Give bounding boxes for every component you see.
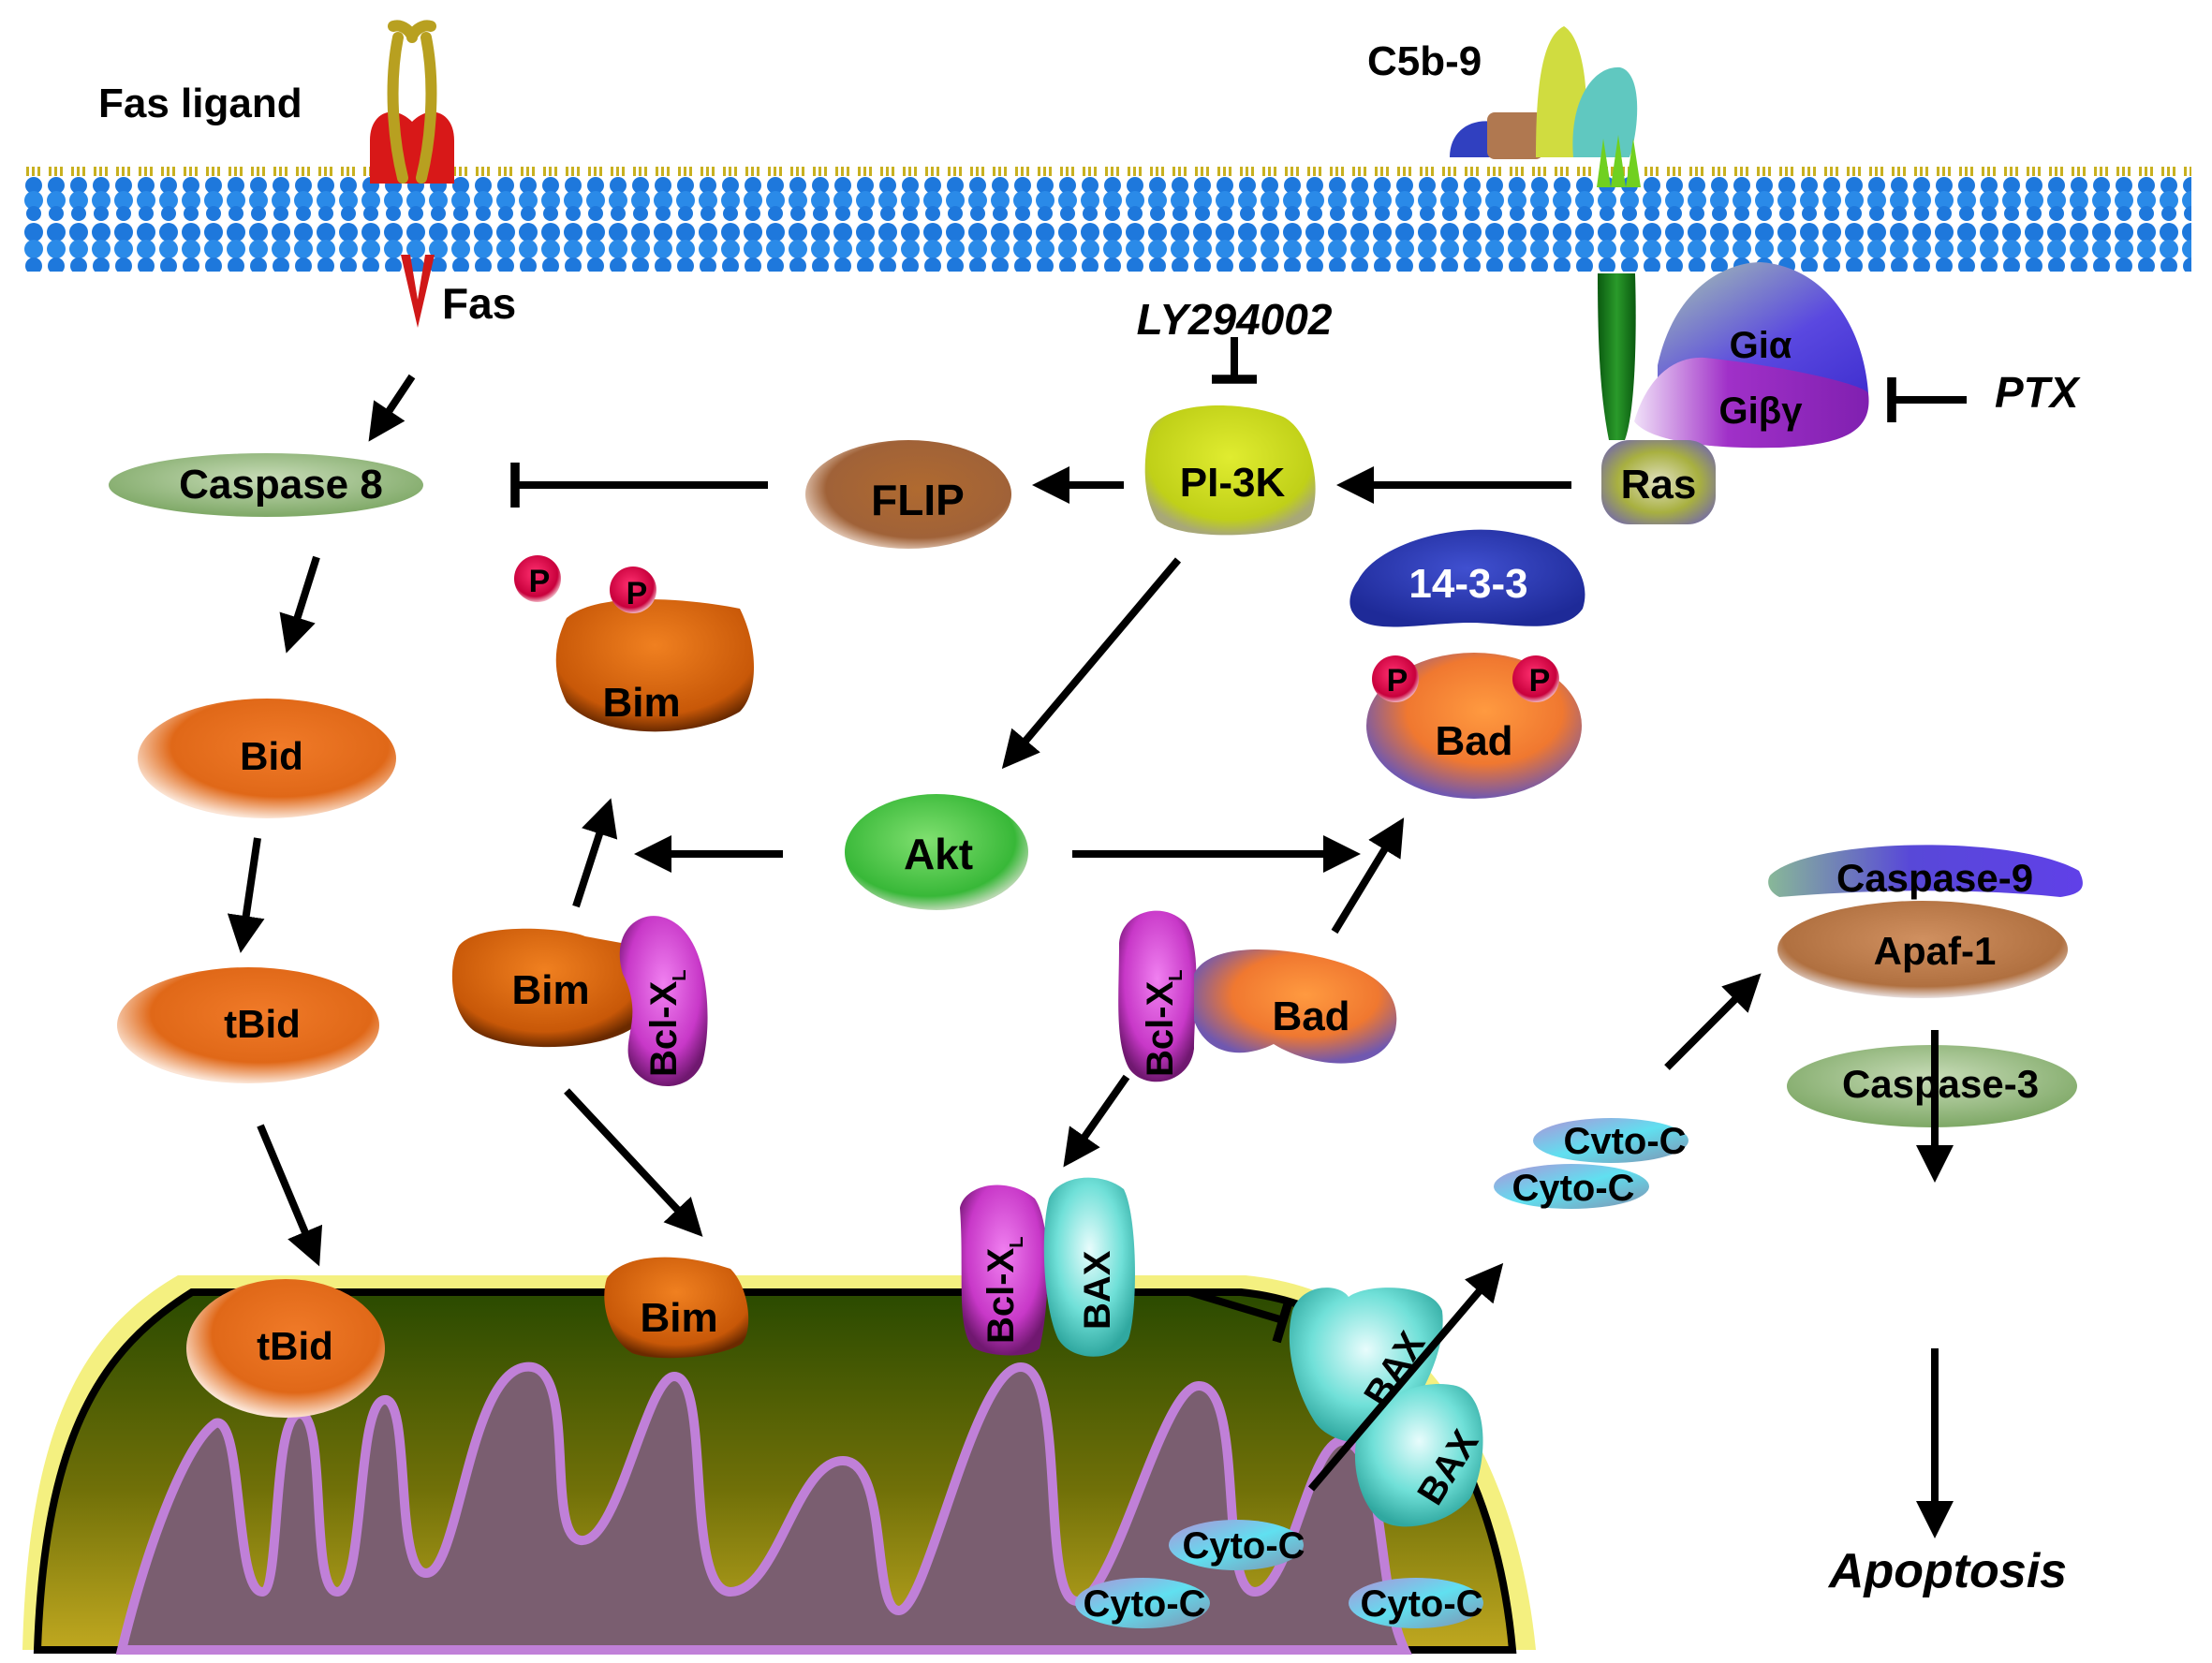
label-phospho-2: P [627, 576, 648, 611]
label-phospho-3: P [1387, 663, 1408, 699]
akt-shape [845, 794, 1028, 910]
bclxl-bax-bax-shape [1043, 1177, 1135, 1357]
phospho-bead-1 [514, 555, 561, 602]
mitochondrion [22, 1275, 1536, 1655]
bclxl-bax-complex [960, 1177, 1135, 1357]
arrow-bim-complex-to-phospho-bim [572, 798, 618, 908]
arrow-bim-complex-to-bim-mito [564, 1088, 703, 1237]
label-phospho-bad: Bad [1435, 718, 1512, 764]
ras-shape [1601, 440, 1716, 524]
label-apaf1: Apaf-1 [1874, 929, 1997, 973]
label-tbid-mito: tBid [257, 1324, 333, 1368]
label-bclxl-bad-complex: Bcl-XL [1140, 970, 1187, 1077]
label-caspase8: Caspase 8 [179, 462, 383, 508]
label-caspase3: Caspase-3 [1842, 1062, 2039, 1106]
label-tbid: tBid [224, 1002, 301, 1046]
label-cyto-c-mito-2: Cyto-C [1083, 1583, 1205, 1625]
flip-shape [805, 440, 1011, 549]
label-fas-ligand: Fas ligand [98, 81, 302, 126]
apoptosome [1768, 845, 2083, 998]
caspase9-shape [1768, 845, 2083, 897]
tbid-shape [117, 967, 379, 1083]
bid-shape [138, 699, 396, 818]
mitochondrion-cristae-matrix [115, 1361, 1412, 1655]
gi-protein [1634, 262, 1869, 449]
bax-oligomer [1289, 1288, 1483, 1527]
label-cyto-c-mito-1: Cyto-C [1182, 1525, 1305, 1567]
bim-bclxl-complex [451, 916, 708, 1086]
label-flip: FLIP [871, 476, 965, 524]
arrow-caspase8-to-bid [279, 555, 320, 654]
tbid-mito-shape [186, 1279, 385, 1418]
arrow-bid-to-tbid [227, 837, 265, 953]
label-c5b9: C5b-9 [1367, 38, 1482, 84]
bclxl-bad-bcl-shape [1118, 910, 1197, 1082]
cyto-c-mito-2-shape [1075, 1578, 1210, 1628]
c5b9-complex-graphic [1450, 26, 1641, 187]
label-14-3-3: 14-3-3 [1408, 561, 1527, 607]
label-phospho-1: P [529, 564, 551, 599]
label-cyto-c-released-2: Cyto-C [1512, 1168, 1634, 1209]
cyto-c-mito-3-shape [1349, 1578, 1483, 1628]
cyto-c-released-1-shape [1533, 1118, 1688, 1163]
bax-oligomer-shape-2 [1354, 1384, 1483, 1527]
bim-complex-shape [451, 928, 637, 1048]
plasma-membrane [22, 167, 2191, 272]
fas-ligand-graphic [370, 20, 454, 184]
label-fas: Fas [442, 279, 516, 328]
cyto-c-released-2-shape [1494, 1164, 1649, 1209]
phospho-bead-4 [1512, 655, 1559, 702]
phospho-bim-complex [514, 555, 754, 732]
label-ras: Ras [1621, 462, 1697, 508]
label-bax-complex: BAX [1077, 1250, 1118, 1330]
label-cyto-c-mito-3: Cyto-C [1360, 1583, 1482, 1625]
phospho-bead-3 [1372, 655, 1419, 702]
bclxl-bad-bad-shape [1194, 949, 1397, 1064]
bim-mito-shape [604, 1257, 749, 1359]
label-ptx: PTX [1995, 368, 2081, 417]
cyto-c-mito-1-shape [1169, 1520, 1304, 1570]
label-phospho-bim: Bim [602, 680, 680, 726]
arrow-cyto-c-release [1307, 1262, 1504, 1492]
gpcr-stalk-graphic [1598, 273, 1636, 440]
label-bim-mito: Bim [640, 1295, 717, 1341]
bclxl-bad-complex [1118, 910, 1397, 1082]
gi-beta-gamma-shape [1634, 357, 1869, 449]
connectors [227, 337, 1967, 1538]
inhibit-bclxl-bax-to-bax-oligomer [1187, 1288, 1294, 1344]
label-phospho-4: P [1529, 663, 1551, 699]
label-cyto-c-released-1: Cvto-C [1563, 1121, 1686, 1162]
phospho-bad-14-3-3-complex [1349, 529, 1585, 799]
apaf1-shape [1777, 901, 2068, 998]
label-ly294002: LY294002 [1137, 295, 1333, 344]
arrow-bad-complex-to-bclxl-bax [1063, 1074, 1130, 1168]
label-bid: Bid [240, 734, 303, 778]
caspase8-shape [109, 453, 423, 517]
phospho-bead-2 [610, 567, 656, 613]
arrow-fas-to-caspase8 [368, 374, 416, 442]
label-apoptosis: Apoptosis [1827, 1544, 2067, 1598]
label-bclxl-bim-complex: Bcl-XL [643, 970, 690, 1077]
label-gi-alpha: Giα [1730, 325, 1792, 366]
label-pi3k: PI-3K [1180, 460, 1286, 506]
fas-receptor-graphic [401, 255, 435, 328]
label-bclxl-bax-complex: Bcl-XL [981, 1237, 1027, 1344]
arrow-bad-complex-to-phospho-bad [1331, 817, 1405, 935]
label-bad-complex: Bad [1272, 993, 1349, 1039]
protein-14-3-3-shape [1349, 529, 1585, 627]
pi3k-shape [1144, 405, 1316, 536]
arrow-cyto-c-to-apoptosome [1664, 973, 1762, 1070]
bclxl-complex-shape [619, 916, 708, 1086]
label-akt: Akt [904, 830, 973, 878]
label-gi-beta-gamma: Giβγ [1719, 390, 1804, 432]
bclxl-bax-bcl-shape [960, 1185, 1048, 1356]
arrow-pi3k-to-akt [1001, 557, 1182, 770]
label-caspase9: Caspase-9 [1836, 856, 2033, 900]
arrow-tbid-to-tbid-mito [257, 1124, 323, 1267]
label-bim-complex: Bim [511, 967, 589, 1013]
